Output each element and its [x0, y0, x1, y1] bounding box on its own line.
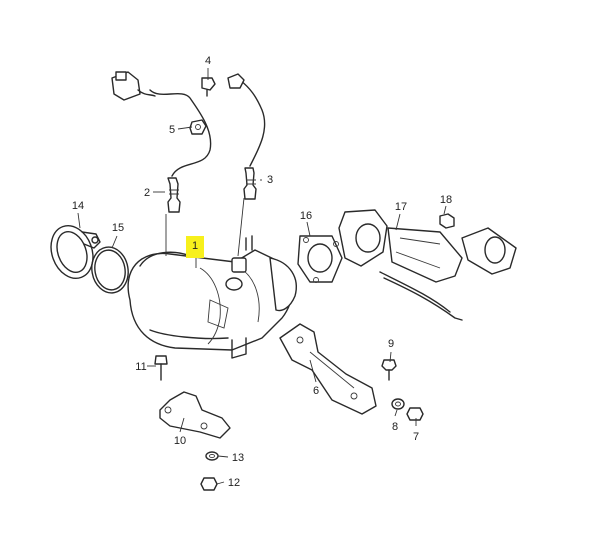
- gasket-ring-part[interactable]: [88, 244, 131, 296]
- callout-18[interactable]: 18: [440, 194, 452, 206]
- support-bracket-part[interactable]: [279, 323, 377, 415]
- callout-1-highlight: [186, 236, 204, 258]
- callout-9[interactable]: 9: [388, 338, 394, 350]
- callout-12[interactable]: 12: [228, 477, 240, 489]
- callout-10[interactable]: 10: [174, 435, 186, 447]
- harness-clip-part[interactable]: [189, 119, 207, 135]
- callout-6[interactable]: 6: [313, 385, 319, 397]
- callout-2[interactable]: 2: [144, 187, 150, 199]
- flange-gasket-part[interactable]: [297, 235, 343, 283]
- nut-part-18[interactable]: [439, 213, 455, 229]
- callout-13[interactable]: 13: [232, 452, 244, 464]
- callout-15[interactable]: 15: [112, 222, 124, 234]
- front-pipe-part[interactable]: [338, 209, 517, 321]
- callout-5[interactable]: 5: [169, 124, 175, 136]
- bolt-part-9[interactable]: [381, 359, 397, 381]
- catalytic-converter-part[interactable]: [127, 235, 297, 359]
- callout-labels: 1 2 3 4 5 6 7 8 9 10 11 12 13 14 15 16 1…: [72, 55, 452, 489]
- nut-part-12[interactable]: [200, 477, 218, 491]
- oxygen-sensor-rear-part[interactable]: [149, 89, 212, 213]
- callout-1[interactable]: 1: [192, 240, 198, 252]
- sensor-clip-part[interactable]: [201, 73, 245, 97]
- lower-bracket-part[interactable]: [159, 391, 231, 439]
- washer-part-13[interactable]: [205, 451, 219, 461]
- oxygen-sensor-front-part[interactable]: [239, 79, 266, 200]
- callout-16[interactable]: 16: [300, 210, 312, 222]
- callout-4[interactable]: 4: [205, 55, 211, 67]
- leader-lines: [77, 68, 447, 485]
- sensor-connector-plug[interactable]: [111, 71, 156, 101]
- callout-7[interactable]: 7: [413, 431, 419, 443]
- callout-8[interactable]: 8: [392, 421, 398, 433]
- callout-11[interactable]: 11: [135, 361, 146, 373]
- callout-14[interactable]: 14: [72, 200, 84, 212]
- bolt-part-11[interactable]: [154, 355, 168, 381]
- callout-3[interactable]: 3: [267, 174, 273, 186]
- washer-part-8[interactable]: [391, 398, 405, 410]
- clamp-ring-part[interactable]: [44, 220, 101, 284]
- bolt-part-7[interactable]: [406, 407, 424, 421]
- callout-17[interactable]: 17: [395, 201, 407, 213]
